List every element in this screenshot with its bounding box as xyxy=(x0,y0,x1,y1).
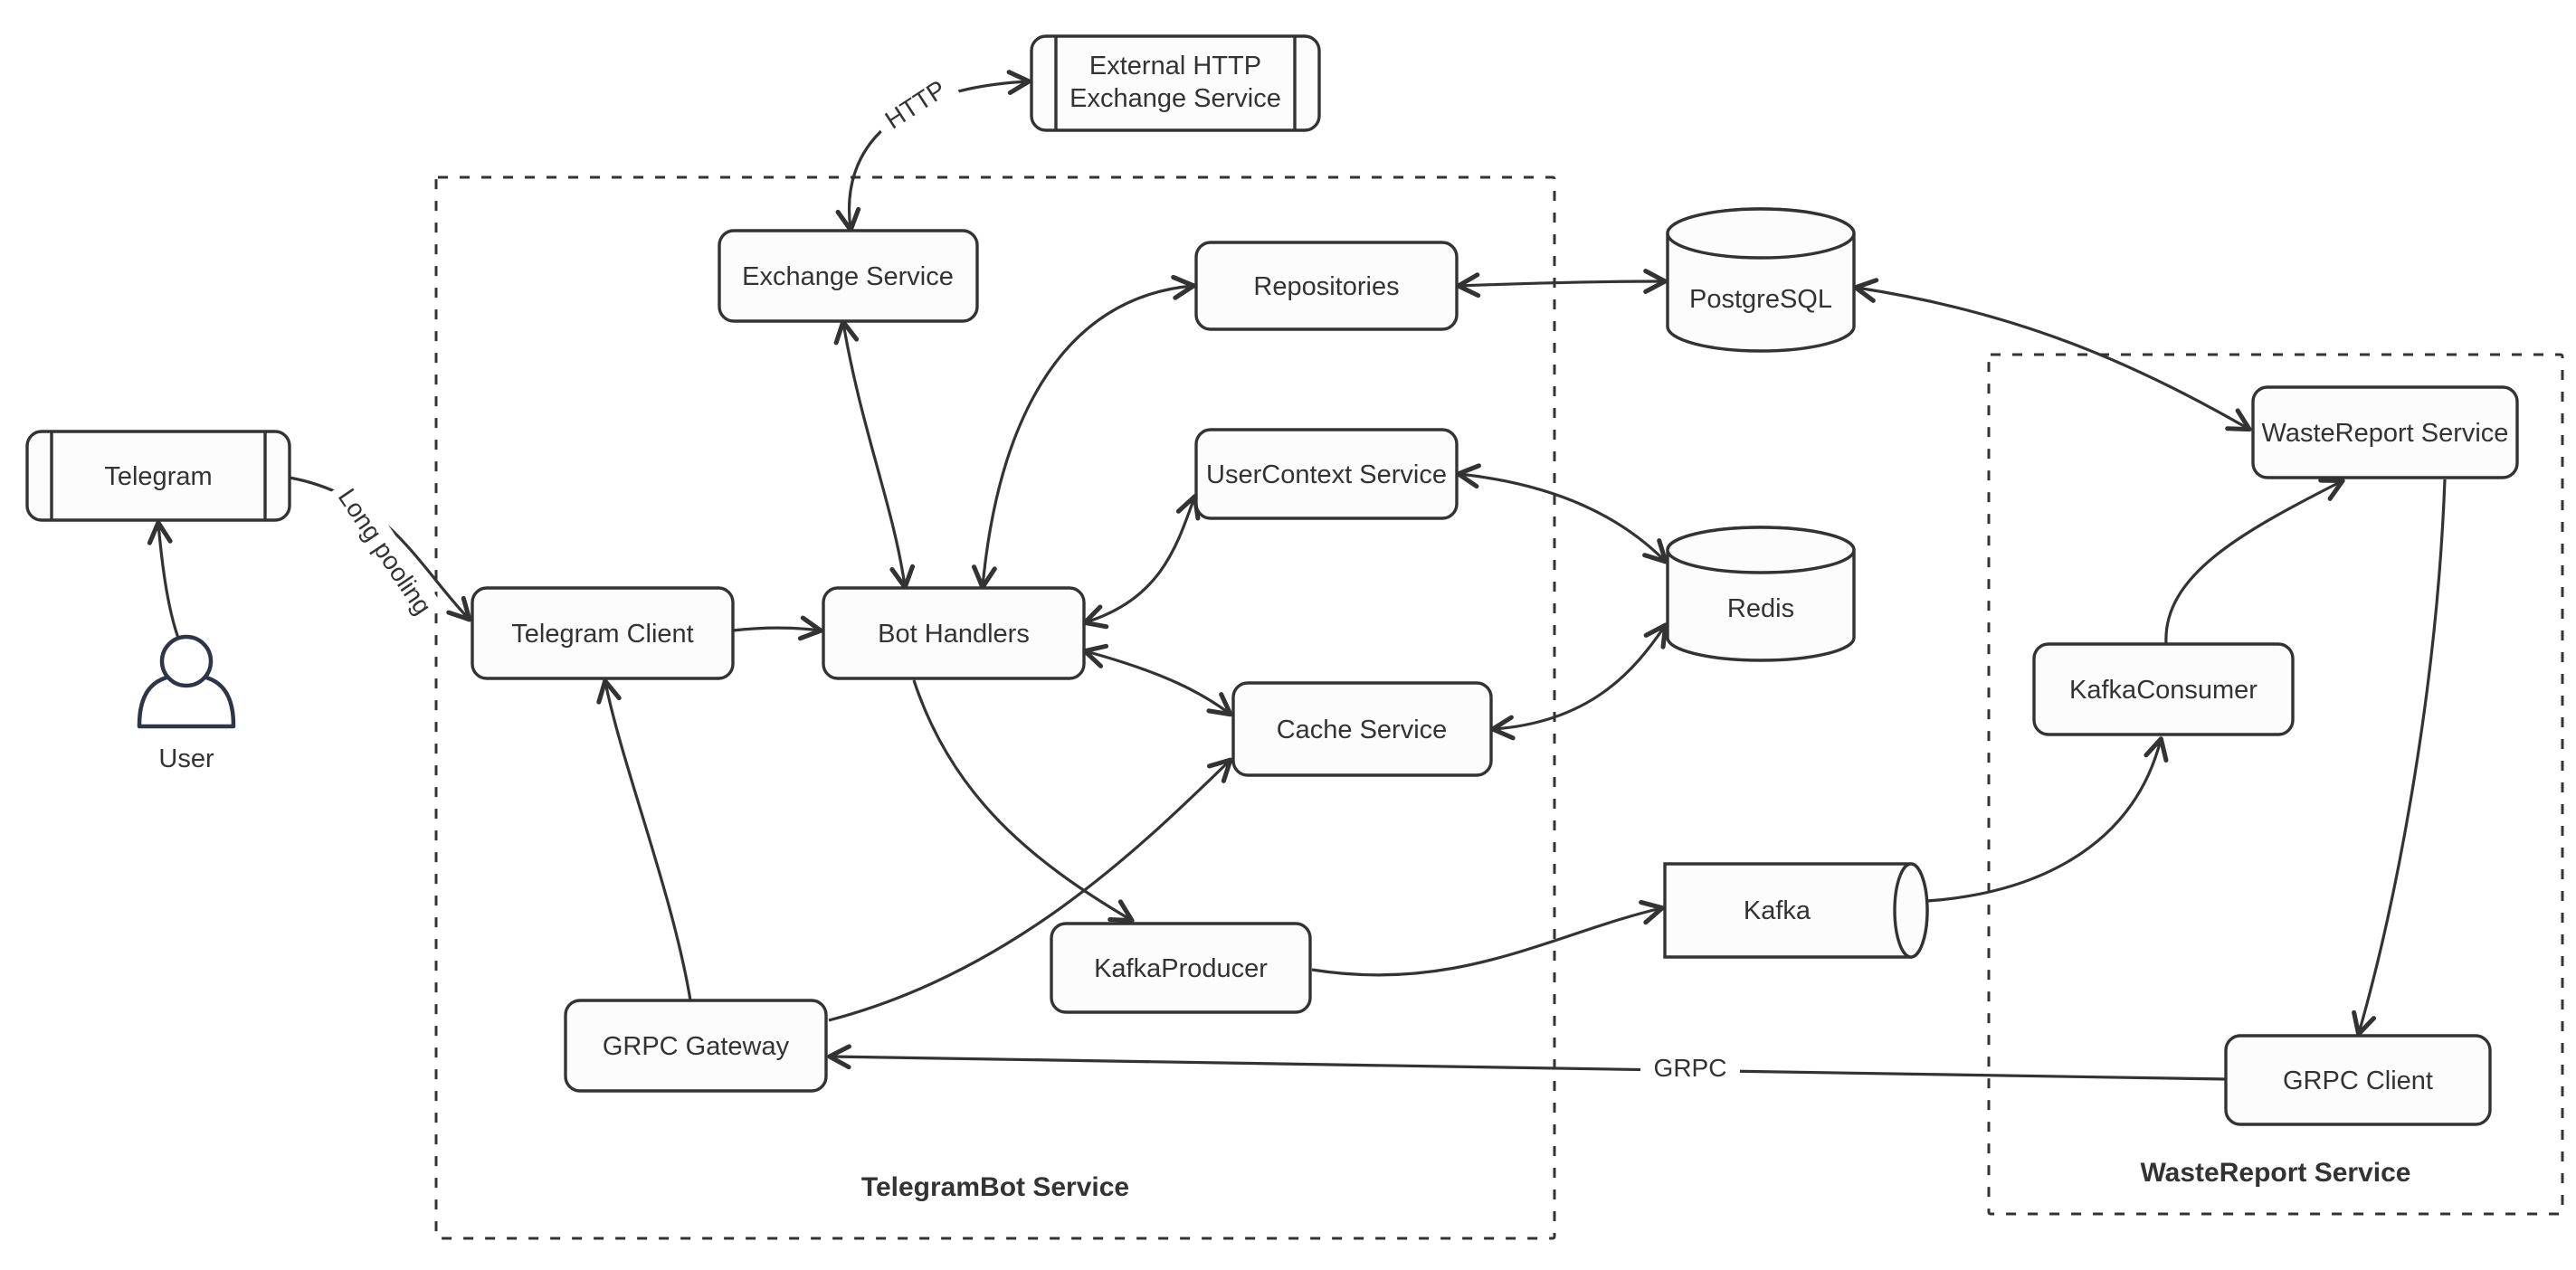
bot-handlers-box xyxy=(822,586,1086,680)
edge-label-grpc: GRPC xyxy=(1640,1050,1740,1086)
cluster-label-wastereport: WasteReport Service xyxy=(2140,1158,2410,1188)
user-label: User xyxy=(158,744,214,773)
kafka-producer-label: KafkaProducer xyxy=(1094,954,1268,983)
edge-usercontext-redis xyxy=(1456,463,1668,564)
repositories-label: Repositories xyxy=(1253,272,1399,301)
edge-bot-handlers-cache-service xyxy=(1082,643,1233,717)
edge-label-grpc-text: GRPC xyxy=(1654,1054,1727,1082)
edge-bot-handlers-repositories xyxy=(972,274,1196,590)
telegram-label: Telegram xyxy=(104,462,212,491)
edge-bot-handlers-kafka-producer xyxy=(912,679,1135,924)
wastereport-service-box xyxy=(2251,385,2519,479)
external-http-box xyxy=(1030,34,1321,132)
wastereport-service-label: WasteReport Service xyxy=(2262,419,2509,448)
cluster-label-telegrambot: TelegramBot Service xyxy=(861,1172,1129,1202)
edge-grpc-client-grpc-gateway xyxy=(827,1044,2227,1081)
redis-label: Redis xyxy=(1727,594,1794,623)
node-grpc-client: GRPC Client xyxy=(2224,1034,2492,1126)
node-cache-service: Cache Service xyxy=(1231,681,1493,777)
repositories-box xyxy=(1194,241,1459,331)
node-wastereport-service: WasteReport Service xyxy=(2251,385,2519,479)
postgresql-label: PostgreSQL xyxy=(1689,285,1832,314)
user-head-icon xyxy=(159,634,214,688)
node-repositories: Repositories xyxy=(1194,241,1459,331)
node-grpc-gateway: GRPC Gateway xyxy=(564,999,828,1093)
edge-label-long-pooling: Long pooling xyxy=(325,475,444,629)
node-postgresql: PostgreSQL xyxy=(1666,207,1856,353)
edge-telegram-telegram-client xyxy=(289,476,472,622)
node-usercontext-service: UserContext Service xyxy=(1194,428,1459,520)
edge-repositories-postgresql xyxy=(1456,269,1668,299)
cluster-wastereport-service xyxy=(1987,353,2564,1216)
telegram-client-box xyxy=(471,586,735,680)
edge-label-http: HTTP xyxy=(869,66,963,144)
edge-kafka-producer-kafka xyxy=(1311,899,1665,977)
usercontext-service-box xyxy=(1194,428,1459,520)
edge-wastereport-postgresql xyxy=(1853,278,2252,432)
kafka-label: Kafka xyxy=(1744,896,1811,925)
telegram-box xyxy=(25,430,291,522)
edge-grpc-gateway-telegram-client xyxy=(596,678,692,1001)
node-telegram-client: Telegram Client xyxy=(471,586,735,680)
exchange-service-box xyxy=(718,229,979,323)
edge-label-grpc-bg xyxy=(1640,1050,1740,1086)
usercontext-service-label: UserContext Service xyxy=(1206,460,1447,489)
grpc-client-box xyxy=(2224,1034,2492,1126)
kafka-consumer-label: KafkaConsumer xyxy=(2069,676,2258,705)
node-external-http-exchange-service: External HTTP Exchange Service xyxy=(1030,34,1321,132)
edge-grpc-gateway-cache-service xyxy=(828,757,1233,1022)
kafka-cylinder-cap xyxy=(1893,862,1929,959)
grpc-gateway-label: GRPC Gateway xyxy=(603,1032,790,1061)
edge-cache-service-redis xyxy=(1490,622,1668,741)
edge-kafka-kafka-consumer xyxy=(1926,736,2169,903)
cache-service-label: Cache Service xyxy=(1277,716,1448,744)
edge-label-http-bg xyxy=(869,66,963,144)
edge-wastereport-grpc-client xyxy=(2352,479,2447,1037)
external-http-label-line2: Exchange Service xyxy=(1069,84,1281,113)
node-kafka: Kafka xyxy=(1663,862,1929,959)
node-telegram: Telegram xyxy=(25,430,291,522)
node-kafka-consumer: KafkaConsumer xyxy=(2032,642,2295,736)
node-user: User xyxy=(137,634,236,773)
node-exchange-service: Exchange Service xyxy=(718,229,979,323)
edge-bot-handlers-exchange-service xyxy=(833,319,916,590)
kafka-consumer-box xyxy=(2032,642,2295,736)
cache-service-box xyxy=(1231,681,1493,777)
edge-telegram-client-bot-handlers xyxy=(732,615,823,641)
edge-label-long-pooling-bg xyxy=(325,475,444,629)
bot-handlers-label: Bot Handlers xyxy=(878,620,1030,649)
edge-kafka-consumer-wastereport xyxy=(2164,478,2345,645)
node-kafka-producer: KafkaProducer xyxy=(1050,922,1312,1014)
edge-user-telegram xyxy=(147,520,186,654)
edge-label-long-pooling-text: Long pooling xyxy=(333,484,437,620)
node-redis: Redis xyxy=(1666,526,1856,662)
exchange-service-label: Exchange Service xyxy=(742,262,954,291)
redis-cylinder-top xyxy=(1666,526,1856,574)
external-http-label-line1: External HTTP xyxy=(1089,52,1261,81)
postgresql-cylinder-top xyxy=(1666,207,1856,260)
cluster-telegrambot-service xyxy=(434,175,1556,1240)
grpc-client-label: GRPC Client xyxy=(2283,1066,2433,1095)
grpc-gateway-box xyxy=(564,999,828,1093)
telegram-client-label: Telegram Client xyxy=(511,620,693,649)
kafka-producer-box xyxy=(1050,922,1312,1014)
node-bot-handlers: Bot Handlers xyxy=(822,586,1086,680)
edge-bot-handlers-usercontext xyxy=(1082,494,1201,630)
